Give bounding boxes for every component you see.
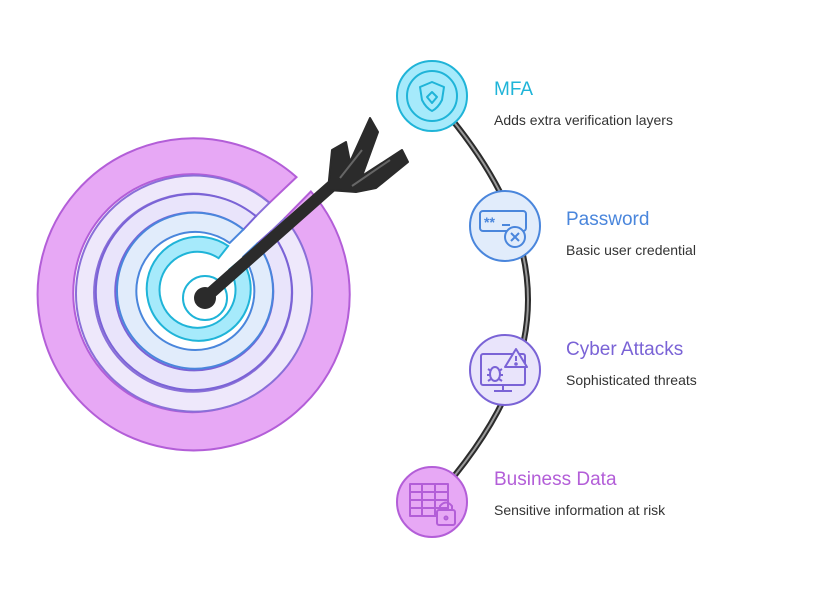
item-cyber-attacks: Cyber Attacks Sophisticated threats bbox=[566, 339, 828, 389]
target-ring-inner bbox=[145, 235, 252, 342]
item-mfa: MFA Adds extra verification layers bbox=[494, 79, 794, 129]
connector-curve-inner bbox=[431, 95, 529, 503]
target-ring-2 bbox=[75, 174, 314, 413]
password-error-icon: ** bbox=[479, 210, 527, 248]
item-description: Basic user credential bbox=[566, 242, 696, 258]
monitor-bug-warning-icon bbox=[480, 348, 528, 392]
target-ring-3 bbox=[94, 193, 293, 392]
item-description: Sophisticated threats bbox=[566, 372, 697, 388]
business-data-node bbox=[396, 466, 468, 538]
item-business-data: Business Data Sensitive information at r… bbox=[494, 469, 794, 519]
item-title: Cyber Attacks bbox=[566, 339, 684, 360]
shield-icon bbox=[419, 81, 445, 112]
target-ring-4 bbox=[116, 211, 274, 370]
cyber-attacks-node bbox=[469, 334, 541, 406]
item-description: Adds extra verification layers bbox=[494, 112, 673, 128]
arrow bbox=[194, 117, 409, 309]
password-node: ** bbox=[469, 190, 541, 262]
item-title: Business Data bbox=[494, 469, 617, 490]
mfa-node bbox=[396, 60, 468, 132]
item-description: Sensitive information at risk bbox=[494, 502, 666, 518]
item-password: Password Basic user credential bbox=[566, 209, 828, 259]
item-title: Password bbox=[566, 209, 650, 230]
database-lock-icon bbox=[409, 483, 456, 526]
svg-text:**: ** bbox=[484, 214, 495, 230]
target-rings bbox=[36, 137, 351, 452]
arrow-fletching bbox=[327, 117, 409, 193]
item-title: MFA bbox=[494, 79, 534, 100]
